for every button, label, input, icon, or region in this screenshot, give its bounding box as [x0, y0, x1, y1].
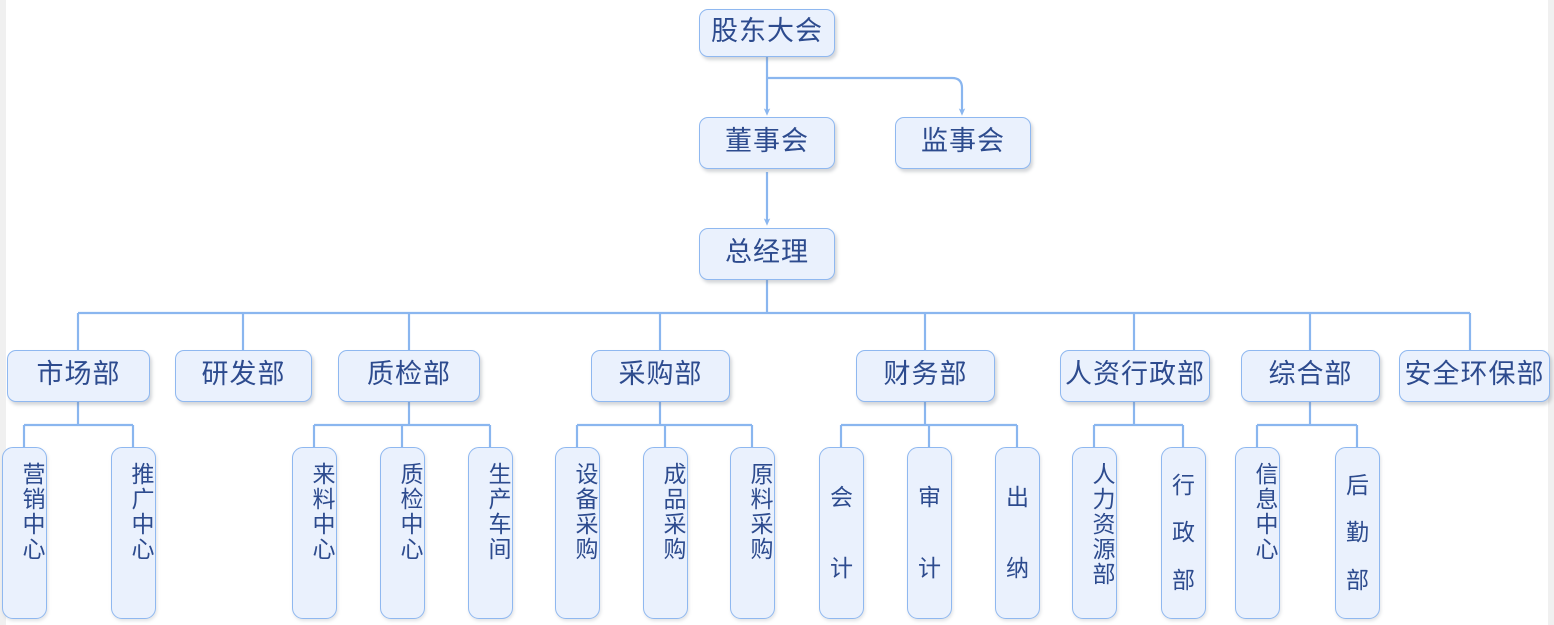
node-label: 出纳 — [1006, 484, 1029, 581]
node-sales-center[interactable]: 营销中心 — [2, 447, 47, 619]
node-accounting[interactable]: 会计 — [819, 447, 864, 619]
node-label: 质检中心 — [397, 462, 422, 562]
node-procurement-department[interactable]: 采购部 — [591, 350, 730, 402]
node-quality-center[interactable]: 质检中心 — [380, 447, 425, 619]
node-label: 设备采购 — [572, 462, 597, 562]
node-board-of-directors[interactable]: 董事会 — [699, 117, 835, 169]
page-edge-left — [0, 0, 6, 625]
node-label: 股东大会 — [711, 16, 823, 46]
node-label: 推广中心 — [128, 462, 153, 562]
node-label: 监事会 — [921, 126, 1005, 156]
node-raw-material-procurement[interactable]: 原料采购 — [730, 447, 775, 619]
node-safety-environmental-department[interactable]: 安全环保部 — [1399, 350, 1550, 402]
node-promotion-center[interactable]: 推广中心 — [111, 447, 156, 619]
node-label: 财务部 — [883, 359, 968, 389]
node-label: 市场部 — [36, 359, 121, 389]
node-administration-department[interactable]: 行政部 — [1161, 447, 1206, 619]
node-board-of-supervisors[interactable]: 监事会 — [895, 117, 1031, 169]
node-information-center[interactable]: 信息中心 — [1235, 447, 1280, 619]
node-label: 原料采购 — [747, 462, 772, 562]
node-label: 信息中心 — [1252, 462, 1277, 562]
node-label: 行政部 — [1172, 472, 1195, 593]
node-label: 董事会 — [725, 126, 809, 156]
node-hr-admin-department[interactable]: 人资行政部 — [1060, 350, 1210, 402]
node-finance-department[interactable]: 财务部 — [856, 350, 995, 402]
node-label: 人资行政部 — [1065, 359, 1205, 389]
node-quality-inspection-department[interactable]: 质检部 — [338, 350, 480, 402]
node-logistics-department[interactable]: 后勤部 — [1335, 447, 1380, 619]
node-rnd-department[interactable]: 研发部 — [175, 350, 312, 402]
node-label: 会计 — [830, 484, 853, 581]
node-label: 审计 — [918, 484, 941, 581]
node-shareholders-meeting[interactable]: 股东大会 — [699, 9, 835, 57]
node-label: 后勤部 — [1346, 472, 1369, 593]
node-label: 成品采购 — [660, 462, 685, 562]
node-label: 采购部 — [618, 359, 703, 389]
page-edge-right — [1548, 0, 1554, 625]
node-label: 总经理 — [725, 237, 809, 267]
node-label: 研发部 — [201, 359, 286, 389]
node-label: 综合部 — [1268, 359, 1353, 389]
node-label: 来料中心 — [309, 462, 334, 562]
node-label: 生产车间 — [485, 462, 510, 562]
node-cashier[interactable]: 出纳 — [995, 447, 1040, 619]
node-label: 安全环保部 — [1404, 359, 1545, 389]
node-label: 营销中心 — [19, 462, 44, 562]
node-general-manager[interactable]: 总经理 — [699, 228, 835, 280]
node-finished-goods-procurement[interactable]: 成品采购 — [643, 447, 688, 619]
node-human-resources-department[interactable]: 人力资源部 — [1072, 447, 1117, 619]
node-general-affairs-department[interactable]: 综合部 — [1241, 350, 1380, 402]
node-marketing-department[interactable]: 市场部 — [7, 350, 150, 402]
node-incoming-material-center[interactable]: 来料中心 — [292, 447, 337, 619]
node-production-workshop[interactable]: 生产车间 — [468, 447, 513, 619]
node-label: 质检部 — [367, 359, 451, 389]
node-equipment-procurement[interactable]: 设备采购 — [555, 447, 600, 619]
node-audit[interactable]: 审计 — [907, 447, 952, 619]
node-label: 人力资源部 — [1089, 462, 1114, 587]
